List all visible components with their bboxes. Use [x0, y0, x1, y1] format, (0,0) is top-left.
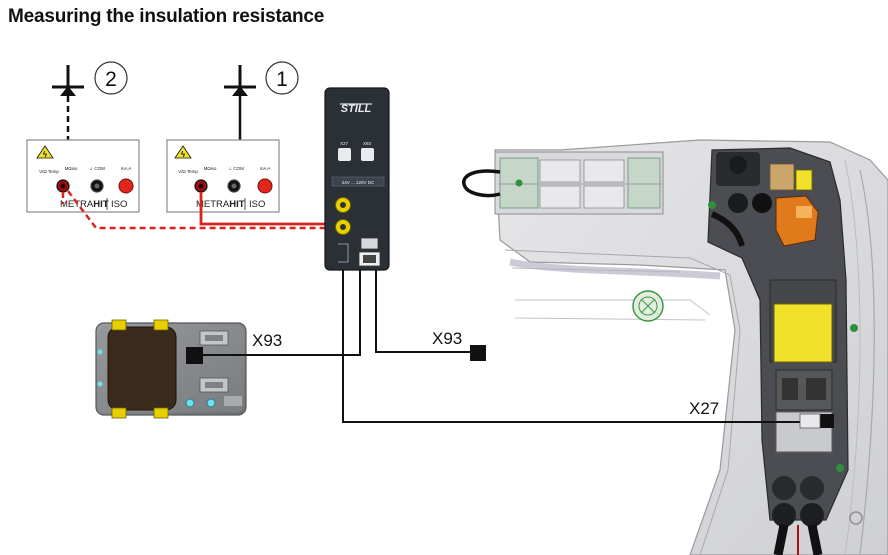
label-x93-controller: X93	[252, 331, 282, 350]
adapter-brand: STILL	[341, 103, 372, 115]
x93-free-plug	[470, 345, 486, 361]
ground-marker-2	[52, 61, 128, 180]
x93-controller-lead	[203, 270, 361, 356]
svg-text:ϟ: ϟ	[181, 150, 186, 159]
meter-left-jack-label-1: V/Ω Temp	[39, 169, 59, 174]
meter-right-jack-label-4: mA A	[260, 166, 271, 171]
meter-right-jack-label-3: ⊥ COM	[228, 166, 244, 171]
label-x93-free: X93	[432, 329, 462, 348]
meter-right: ϟ	[166, 139, 280, 213]
test-adapter	[324, 87, 390, 271]
meter-left-jack-label-2: MΩiso	[65, 166, 78, 171]
wiring	[203, 268, 822, 423]
ground-marker-1	[224, 61, 299, 180]
meter-left-model: ISO	[111, 199, 127, 210]
x93-free-lead	[375, 270, 478, 353]
lead-meter-left	[61, 190, 330, 230]
meter-right-model: ISO	[249, 199, 265, 210]
x93-controller-plug	[186, 347, 203, 364]
meter-left-brand: METRAHIT	[60, 199, 109, 210]
meter-right-jack-label-2: MΩiso	[204, 166, 217, 171]
meter-right-brand: METRAHIT	[196, 199, 245, 210]
lead-meter-right	[199, 192, 336, 226]
adapter-socket-label-x93: X93	[363, 141, 372, 146]
controller-unit	[95, 319, 247, 419]
meter-right-jack-label-1: V/Ω Temp	[178, 169, 198, 174]
meter-left-jack-label-4: mA A	[121, 166, 132, 171]
svg-text:ϟ: ϟ	[43, 150, 48, 159]
page-title: Measuring the insulation resistance	[8, 6, 325, 27]
ground-marker-2-number: 2	[105, 68, 117, 91]
fuse-rail	[494, 151, 664, 215]
label-x27: X27	[689, 399, 719, 418]
x27-plug	[820, 414, 834, 428]
adapter-socket-label-x27: X27	[340, 141, 349, 146]
meter-left-jack-label-3: ⊥ COM	[89, 166, 105, 171]
ground-point-symbol	[632, 290, 664, 322]
x27-lead	[342, 268, 822, 423]
adapter-voltage-label: 24V ... 120V DC	[342, 180, 375, 185]
truck-compartment	[462, 139, 888, 555]
ground-marker-1-number: 1	[276, 68, 288, 91]
loop-cable	[462, 169, 501, 198]
meter-left: ϟ	[26, 139, 140, 213]
